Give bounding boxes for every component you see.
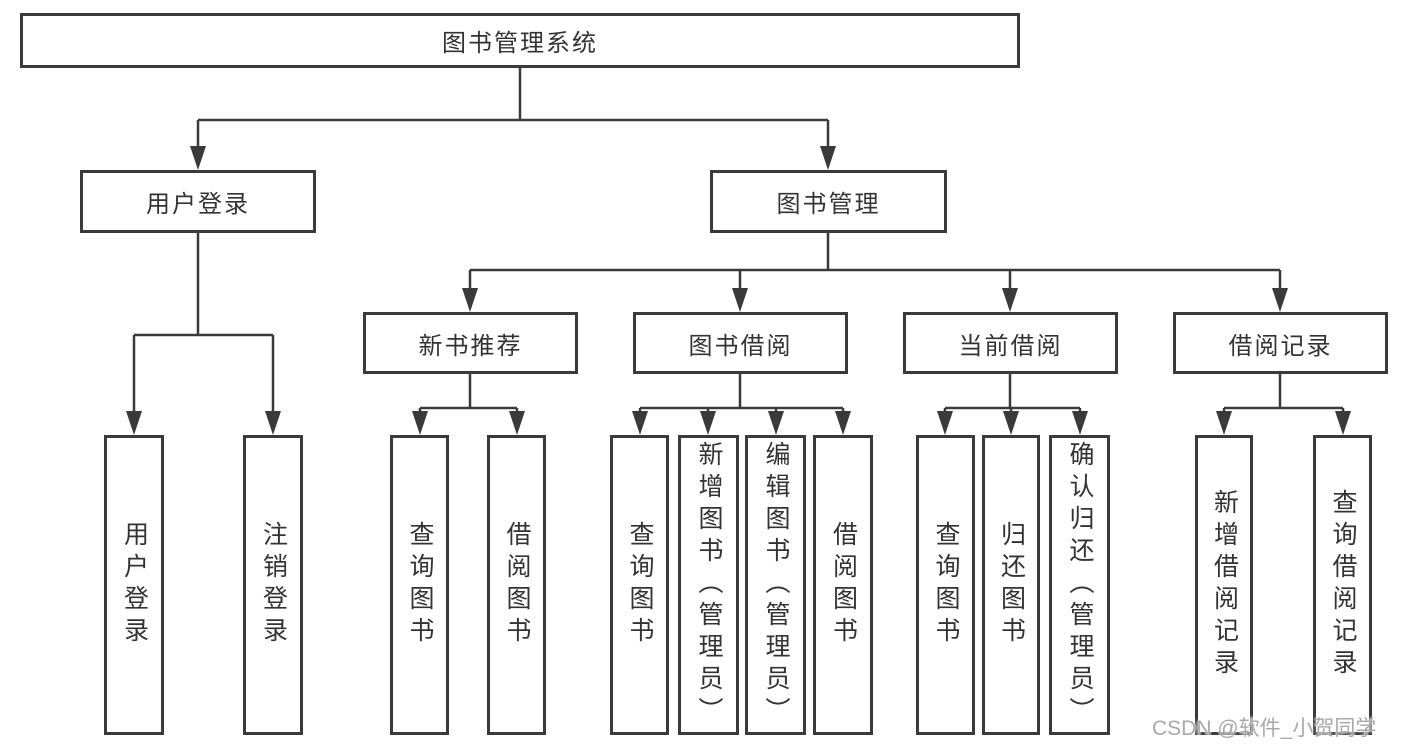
node-label: 图书借阅 (688, 332, 793, 360)
leaf-borrow-books-recommend: 借阅图书 (487, 435, 546, 735)
node-book-borrowing: 图书借阅 (633, 312, 848, 374)
connector-new-book-recommend-to-leaves (412, 374, 525, 435)
arrowhead (462, 288, 478, 312)
node-borrow-records: 借阅记录 (1173, 312, 1388, 374)
arrowhead (1072, 411, 1088, 435)
leaf-query-books-borrowing: 查询图书 (610, 435, 669, 735)
node-label: 新增图书（管理员） (695, 441, 723, 729)
arrowhead (820, 146, 836, 170)
arrowhead (265, 411, 281, 435)
node-label: 查询借阅记录 (1329, 489, 1357, 681)
node-label: 确认归还（管理员） (1066, 441, 1094, 729)
node-current-borrowing: 当前借阅 (903, 312, 1118, 374)
leaf-return-books: 归还图书 (982, 435, 1040, 735)
connector-current-borrowing-to-leaves (937, 374, 1088, 435)
node-label: 用户登录 (146, 191, 250, 218)
node-label: 用户登录 (120, 521, 149, 649)
arrowhead (768, 411, 784, 435)
arrowhead (509, 411, 525, 435)
node-label: 查询图书 (932, 521, 960, 649)
arrowhead (1003, 411, 1019, 435)
leaf-query-books-current: 查询图书 (916, 435, 975, 735)
node-label: 图书管理 (776, 191, 881, 218)
arrowhead (835, 411, 851, 435)
arrowhead (412, 411, 428, 435)
arrowhead (1335, 411, 1351, 435)
leaf-logout: 注销登录 (243, 435, 303, 735)
arrowhead (732, 288, 748, 312)
node-label: 借阅图书 (503, 521, 531, 649)
csdn-watermark: CSDN @软件_小贺同学 (1152, 717, 1377, 740)
connector-user-login-to-leaves (126, 233, 281, 435)
node-label: 归还图书 (997, 521, 1026, 649)
node-label: 当前借阅 (958, 332, 1063, 360)
node-label: 图书管理系统 (442, 30, 598, 57)
leaf-user-login: 用户登录 (104, 435, 164, 735)
leaf-add-borrow-record: 新增借阅记录 (1195, 435, 1253, 735)
arrowhead (632, 411, 648, 435)
connector-book-management-to-level3 (462, 233, 1288, 312)
node-user-login: 用户登录 (80, 170, 316, 233)
arrowhead (700, 411, 716, 435)
arrowhead (1002, 288, 1018, 312)
node-root: 图书管理系统 (20, 13, 1020, 68)
node-label: 注销登录 (259, 521, 288, 649)
node-book-management: 图书管理 (710, 170, 947, 233)
arrowhead (190, 146, 206, 170)
connector-root-to-level2 (190, 68, 836, 170)
node-label: 编辑图书（管理员） (762, 441, 790, 729)
node-label: 借阅记录 (1228, 332, 1333, 360)
arrowhead (126, 411, 142, 435)
leaf-confirm-return-admin: 确认归还（管理员） (1049, 435, 1110, 735)
arrowhead (937, 411, 953, 435)
arrowhead (1272, 288, 1288, 312)
leaf-query-borrow-record: 查询借阅记录 (1313, 435, 1372, 735)
leaf-query-books-recommend: 查询图书 (390, 435, 449, 735)
leaf-add-books-admin: 新增图书（管理员） (678, 435, 739, 735)
node-label: 查询图书 (626, 521, 654, 649)
connector-borrow-records-to-leaves (1216, 374, 1351, 435)
leaf-edit-books-admin: 编辑图书（管理员） (745, 435, 806, 735)
node-label: 查询图书 (406, 521, 434, 649)
connector-book-borrowing-to-leaves (632, 374, 851, 435)
node-label: 新增借阅记录 (1210, 489, 1239, 681)
node-label: 借阅图书 (829, 521, 858, 649)
node-new-book-recommend: 新书推荐 (363, 312, 578, 374)
node-label: 新书推荐 (418, 332, 523, 360)
arrowhead (1216, 411, 1232, 435)
leaf-borrow-books: 借阅图书 (813, 435, 873, 735)
